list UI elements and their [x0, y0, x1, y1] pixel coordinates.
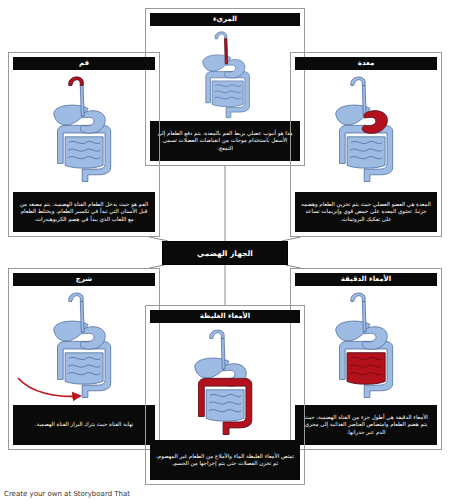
spoke-line — [225, 265, 226, 305]
storyboard-cell: المريء هذا هو أنبوب عضلي يربط الفم بالمعد… — [145, 8, 305, 166]
cell-title: الأمعاء الدقيقة — [295, 273, 437, 286]
cell-title: فم — [13, 57, 155, 70]
pointer-arrow — [18, 378, 80, 396]
digestive-figure — [203, 32, 250, 118]
digestive-figure — [54, 77, 111, 181]
storyboard-cell: معدة المعدة هي العضو العضلي حيث يتم تخزين… — [290, 52, 442, 237]
storyboard-cell: شرج نهاية القناة حيث يترك البراز القناة ا… — [8, 268, 160, 450]
storyboard-cell: الأمعاء الغليظة تمتص الأمعاء الغليظة الما… — [145, 305, 305, 485]
storyboard-cell: فم الفم هو حيث يدخل الطعام القناة الهضمية… — [8, 52, 160, 237]
cell-description: الفم هو حيث يدخل الطعام القناة الهضمية. … — [13, 192, 155, 232]
footer-note: Create your own at Storyboard That — [4, 490, 130, 498]
cell-description: المعدة هي العضو العضلي حيث يتم تخزين الط… — [295, 192, 437, 232]
cell-title: معدة — [295, 57, 437, 70]
digestive-figure — [336, 77, 393, 181]
topic-box: الجهاز الهضمي — [162, 241, 288, 265]
digestive-figure — [54, 293, 111, 397]
cell-title: شرج — [13, 273, 155, 286]
cell-description: تمتص الأمعاء الغليظة الماء والأملاح من ا… — [150, 440, 300, 480]
digestive-figure — [195, 330, 252, 434]
cell-title: المريء — [150, 13, 300, 26]
storyboard-cell: الأمعاء الدقيقة الأمعاء الدقيقة هي أطول ج… — [290, 268, 442, 450]
spoke-line — [225, 166, 226, 241]
cell-title: الأمعاء الغليظة — [150, 310, 300, 323]
cell-description: الأمعاء الدقيقة هي أطول جزء من القناة ال… — [295, 405, 437, 445]
cell-description: هذا هو أنبوب عضلي يربط الفم بالمعدة. يتم… — [150, 121, 300, 161]
cell-description: نهاية القناة حيث يترك البراز القناة الهض… — [13, 405, 155, 445]
topic-title: الجهاز الهضمي — [197, 249, 253, 258]
digestive-figure — [336, 293, 393, 397]
